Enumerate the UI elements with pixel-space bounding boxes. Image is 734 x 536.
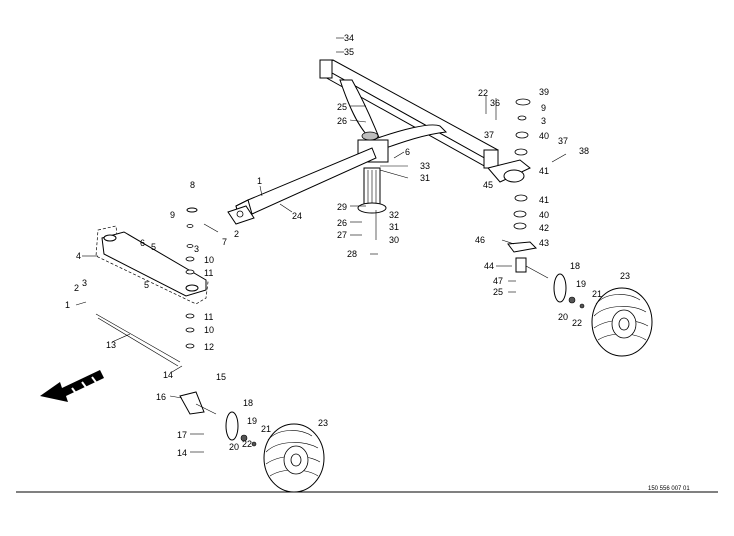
callout-18: 18 — [570, 261, 580, 271]
callout-25b: 25 — [493, 287, 503, 297]
callout-27: 27 — [337, 230, 347, 240]
callout-9: 9 — [541, 103, 546, 113]
callout-37: 37 — [484, 130, 494, 140]
left-arm — [95, 207, 257, 447]
leader-lines — [75, 37, 567, 453]
callout-11: 11 — [204, 268, 213, 278]
callout-21b: 21 — [261, 424, 271, 434]
main-frame — [227, 59, 499, 225]
callout-20b: 20 — [229, 442, 239, 452]
center-post — [357, 167, 387, 214]
callout-5b: 5 — [144, 280, 149, 290]
callout-34: 34 — [344, 33, 354, 43]
wheel-right — [591, 287, 653, 357]
callout-5: 5 — [151, 242, 156, 252]
callout-47: 47 — [493, 276, 503, 286]
callout-2b: 2 — [74, 283, 79, 293]
callout-14b: 14 — [177, 448, 187, 458]
callout-36: 36 — [490, 98, 500, 108]
callout-43: 43 — [539, 238, 549, 248]
callout-14: 14 — [163, 370, 173, 380]
callout-10: 10 — [204, 255, 214, 265]
callout-19: 19 — [576, 279, 586, 289]
callout-23b: 23 — [318, 418, 328, 428]
callout-3b: 3 — [194, 244, 199, 254]
right-swivel-kit — [487, 98, 585, 309]
callout-22c: 22 — [242, 439, 252, 449]
callout-40b: 40 — [539, 210, 549, 220]
callout-30: 30 — [389, 235, 399, 245]
callout-16: 16 — [156, 392, 166, 402]
callout-41b: 41 — [539, 195, 549, 205]
callout-3c: 3 — [82, 278, 87, 288]
callout-29: 29 — [337, 202, 347, 212]
callout-22: 22 — [478, 88, 488, 98]
callout-9b: 9 — [170, 210, 175, 220]
callout-26: 26 — [337, 116, 347, 126]
callout-12: 12 — [204, 342, 214, 352]
callout-6b: 6 — [140, 238, 145, 248]
callout-1b: 1 — [65, 300, 70, 310]
callout-39: 39 — [539, 87, 549, 97]
callout-13: 13 — [106, 340, 116, 350]
callout-24: 24 — [292, 211, 302, 221]
callout-21: 21 — [592, 289, 602, 299]
callout-labels: 34 35 25 26 22 36 37 39 9 3 40 37 38 41 … — [65, 33, 690, 492]
callout-33: 33 — [420, 161, 430, 171]
callout-38: 38 — [579, 146, 589, 156]
callout-15: 15 — [216, 372, 226, 382]
callout-41: 41 — [539, 166, 549, 176]
callout-46: 46 — [475, 235, 485, 245]
callout-2: 2 — [234, 229, 239, 239]
callout-22b: 22 — [572, 318, 582, 328]
callout-45: 45 — [483, 180, 493, 190]
callout-44: 44 — [484, 261, 494, 271]
callout-35: 35 — [344, 47, 354, 57]
callout-25: 25 — [337, 102, 347, 112]
callout-4: 4 — [76, 251, 81, 261]
callout-17: 17 — [177, 430, 187, 440]
drawing-reference-number: 150 556 007 01 — [648, 486, 690, 492]
callout-7: 7 — [222, 237, 227, 247]
callout-23: 23 — [620, 271, 630, 281]
callout-40: 40 — [539, 131, 549, 141]
callout-37b: 37 — [558, 136, 568, 146]
callout-19b: 19 — [247, 416, 257, 426]
callout-20: 20 — [558, 312, 568, 322]
callout-31b: 31 — [389, 222, 399, 232]
callout-31: 31 — [420, 173, 430, 183]
callout-42: 42 — [539, 223, 549, 233]
callout-26b: 26 — [337, 218, 347, 228]
callout-6: 6 — [405, 147, 410, 157]
direction-arrow-icon — [40, 370, 104, 402]
wheel-left — [263, 423, 325, 493]
callout-10b: 10 — [204, 325, 214, 335]
callout-1: 1 — [257, 176, 262, 186]
callout-11b: 11 — [204, 312, 213, 322]
callout-28: 28 — [347, 249, 357, 259]
callout-32: 32 — [389, 210, 399, 220]
callout-3: 3 — [541, 116, 546, 126]
callout-8: 8 — [190, 180, 195, 190]
callout-18b: 18 — [243, 398, 253, 408]
